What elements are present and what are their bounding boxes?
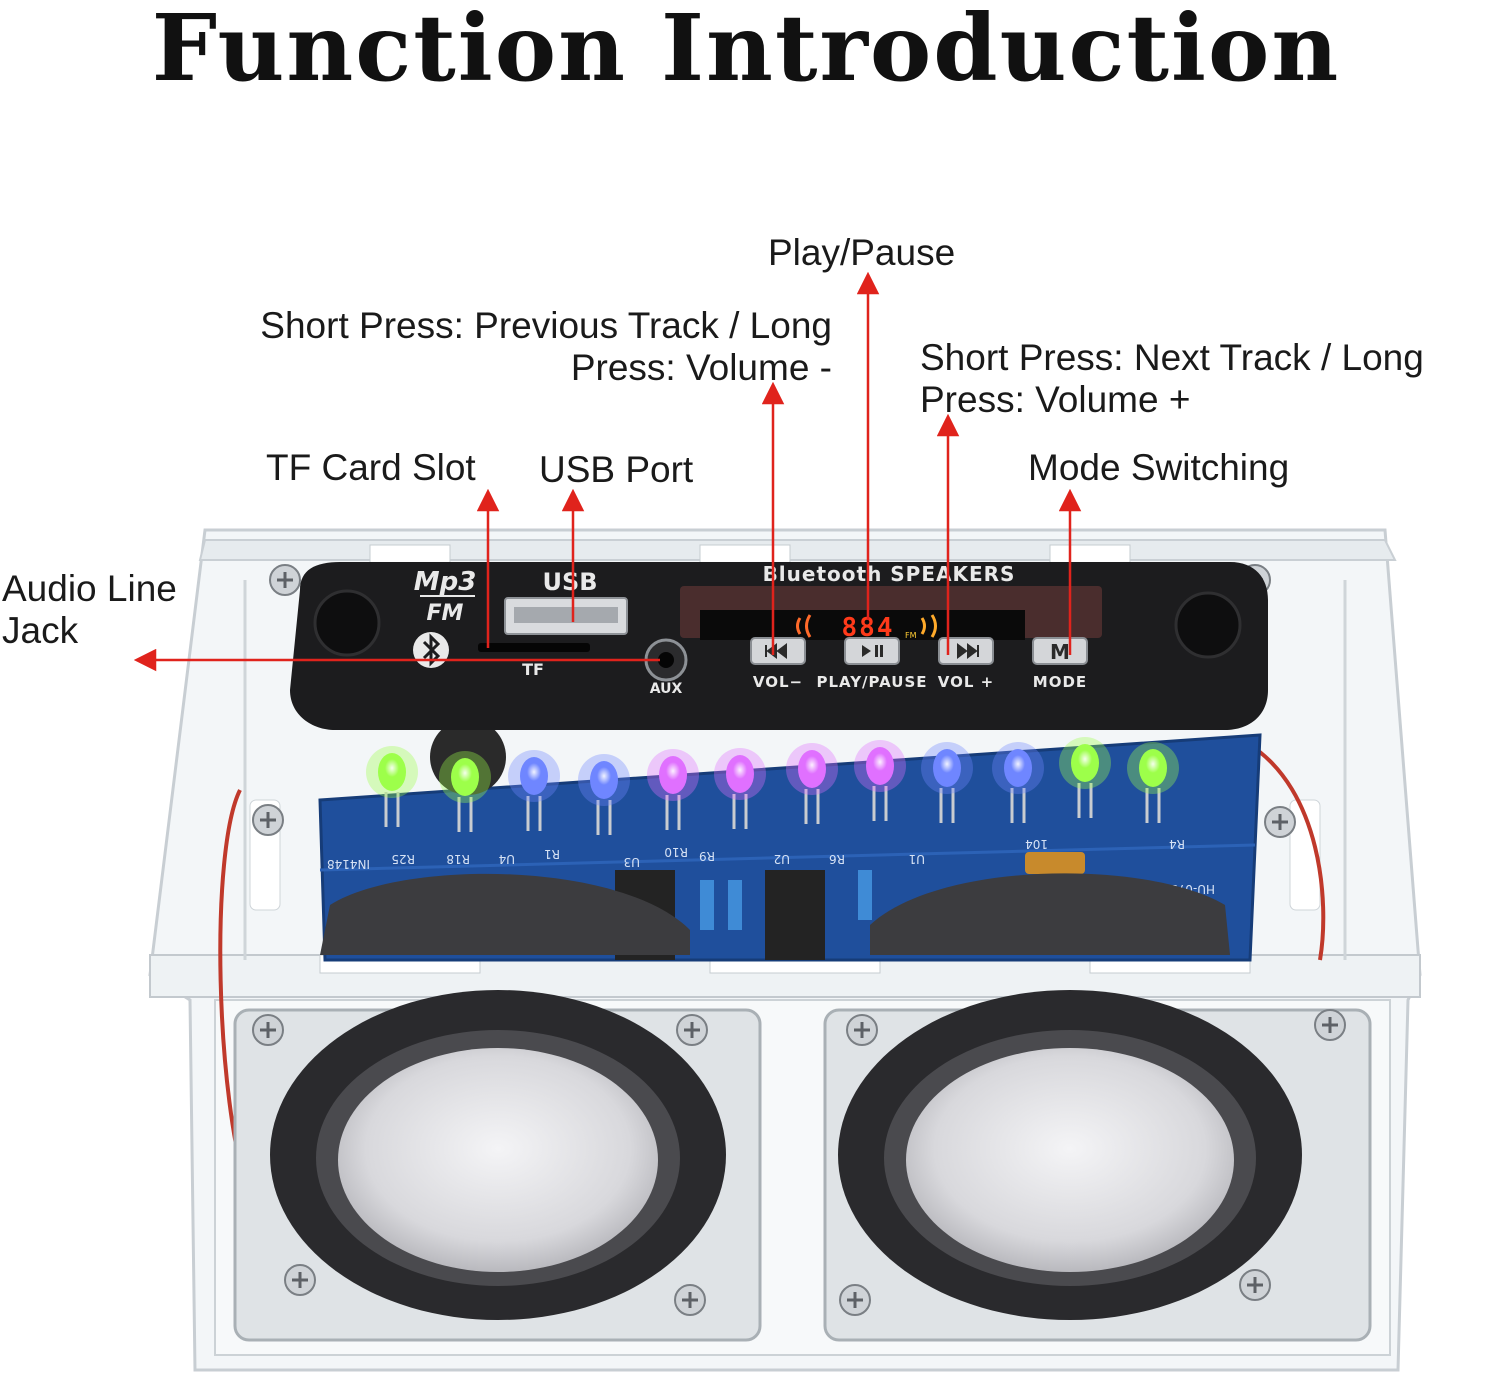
led-6 [714,748,766,829]
panel-aux-label: AUX [650,681,683,697]
label-tf-card-slot: TF Card Slot [266,447,476,488]
board-label: R1 [544,847,560,861]
led-10 [992,742,1044,823]
next-icon [957,643,979,659]
screw-icon [252,1014,284,1046]
screw-icon [1239,1269,1271,1301]
screw-icon [284,1264,316,1296]
led-2 [439,751,491,832]
screw-icon [676,1014,708,1046]
board-label: R18 [446,852,470,866]
led-12 [1127,742,1179,823]
led-8 [854,740,906,821]
mode-button-label: MODE [1033,673,1087,691]
label-next-track: Short Press: Next Track / Long Press: Vo… [920,337,1424,420]
panel-brand: Bluetooth SPEAKERS [763,562,1016,586]
vol-down-button[interactable]: VOL− [750,637,806,691]
mode-button[interactable]: M MODE [1032,637,1088,691]
screw-icon [269,564,301,596]
panel-logo-mp3: Mp3 [414,567,477,597]
label-play-pause: Play/Pause [768,232,956,273]
led-9 [921,742,973,823]
led-1 [366,746,418,827]
display-fm-badge: FM [905,631,917,640]
vol-up-button[interactable]: VOL + [938,637,994,691]
board-label: R25 [391,852,415,866]
board-label: IN4148 [327,857,370,871]
label-usb-port: USB Port [539,449,694,490]
tf-card-slot [478,643,590,652]
vol-up-button-label: VOL + [938,673,994,691]
screw-icon [674,1284,706,1316]
annotation-arrows [133,271,1082,672]
screw-icon [1314,1009,1346,1041]
mp3-control-panel: Mp3 FM USB TF AUX Bluetooth SPEAKERS 884… [290,562,1268,730]
vol-down-button-label: VOL− [753,673,803,691]
label-prev-track: Short Press: Previous Track / Long Press… [260,305,832,388]
panel-tf-label: TF [522,660,544,679]
play-pause-button-label: PLAY/PAUSE [816,673,927,691]
led-11 [1059,737,1111,818]
screw-icon [1264,806,1296,838]
svg-text:M: M [1050,640,1070,664]
play-pause-button[interactable]: PLAY/PAUSE [816,637,927,691]
led-5 [647,749,699,830]
label-audio-line-jack: Audio Line Jack [2,568,177,651]
play-pause-icon [862,645,883,657]
label-mode-switching: Mode Switching [1028,447,1290,488]
board-label: U2 [774,852,790,866]
board-label: U3 [624,855,640,869]
board-label: R10 [664,845,688,859]
page-title: Function Introduction [151,0,1341,102]
right-speaker [823,873,1372,1342]
screw-icon [252,804,284,836]
led-7 [786,743,838,824]
screw-icon [846,1014,878,1046]
left-speaker [233,873,762,1342]
board-label: 104 [1025,837,1048,851]
led-3 [508,750,560,831]
board-label: U1 [909,852,925,866]
mode-icon: M [1050,640,1070,664]
board-label: R4 [1169,837,1185,851]
led-4 [578,754,630,835]
panel-usb-label: USB [542,568,597,596]
led-row [366,737,1179,835]
screw-icon [839,1284,871,1316]
board-label: R6 [829,852,845,866]
board-label: R9 [699,849,715,863]
board-label: U4 [499,852,515,866]
panel-logo-fm: FM [427,601,464,626]
